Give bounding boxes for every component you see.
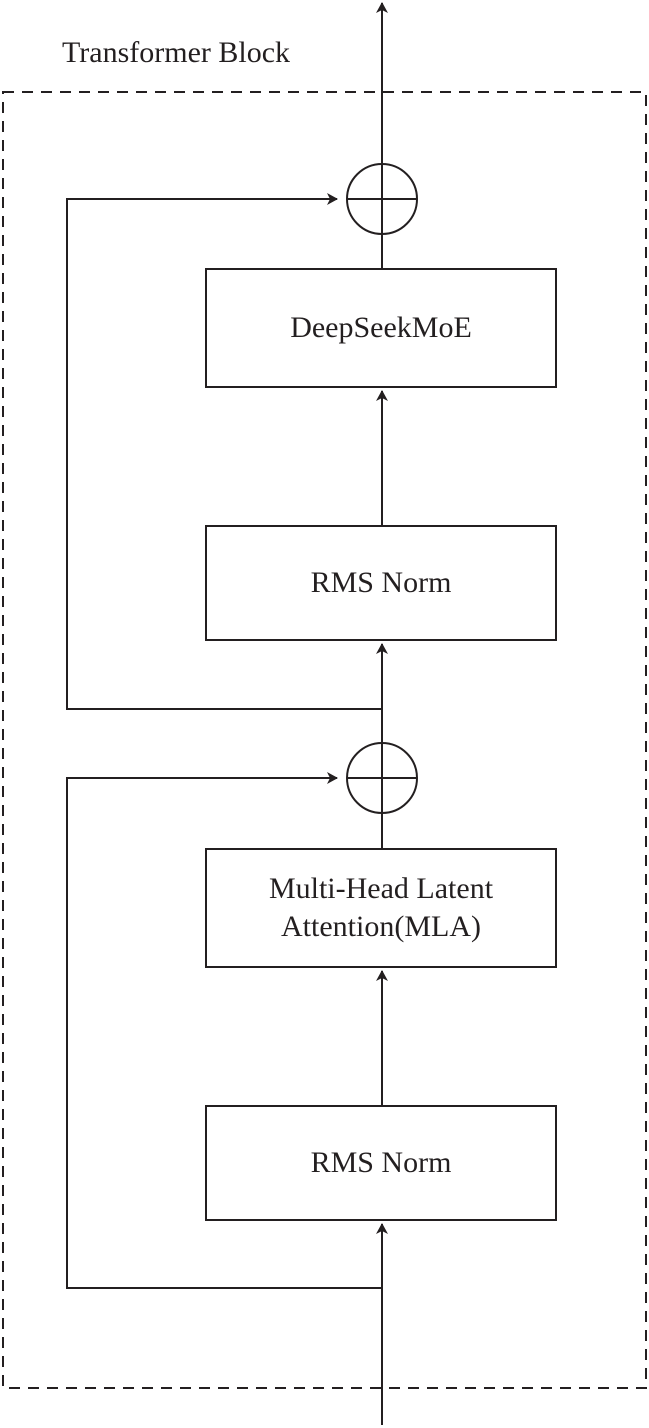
deepseek-moe-block: DeepSeekMoE bbox=[205, 268, 557, 388]
add-node-lower bbox=[346, 742, 418, 814]
residual-connection-upper bbox=[66, 193, 382, 710]
rms-norm-upper-block: RMS Norm bbox=[205, 525, 557, 641]
mla-block: Multi-Head Latent Attention(MLA) bbox=[205, 848, 557, 968]
rms-norm-lower-label: RMS Norm bbox=[310, 1146, 452, 1179]
transformer-block-boundary bbox=[2, 91, 647, 1389]
residual-connection-lower bbox=[66, 772, 382, 1289]
deepseek-moe-label: DeepSeekMoE bbox=[290, 311, 472, 344]
rms-norm-lower-block: RMS Norm bbox=[205, 1105, 557, 1221]
add-node-upper bbox=[346, 163, 418, 235]
mla-label-line2: Attention(MLA) bbox=[281, 910, 481, 943]
rms-norm-upper-label: RMS Norm bbox=[310, 566, 452, 599]
mla-label-line1: Multi-Head Latent bbox=[268, 872, 494, 905]
transformer-block-title: Transformer Block bbox=[62, 36, 291, 69]
